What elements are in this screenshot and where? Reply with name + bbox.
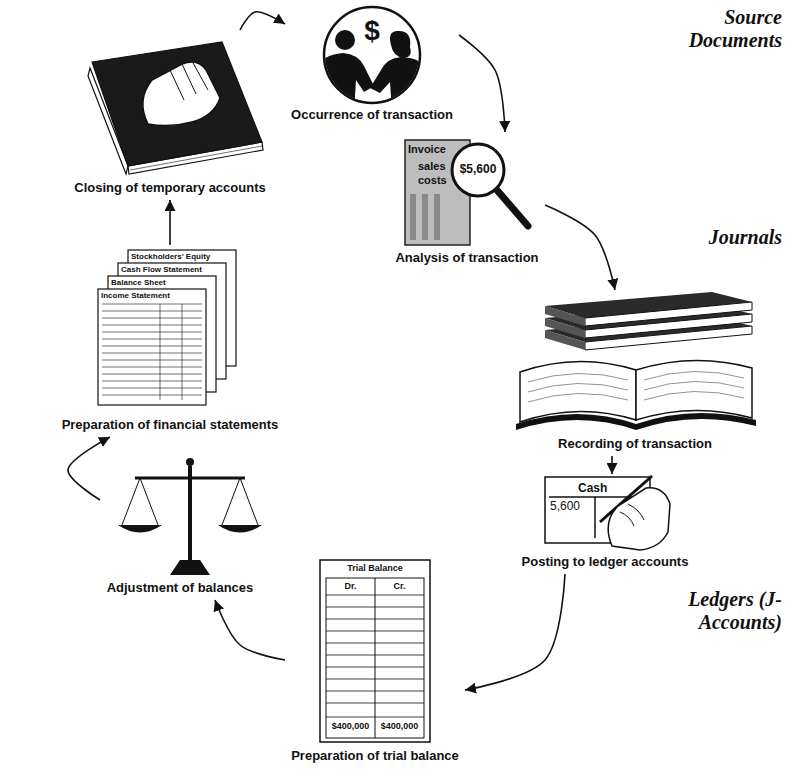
binder-illustration — [88, 42, 263, 174]
trial-balance-illustration — [320, 560, 430, 742]
invoice-illustration — [410, 194, 416, 240]
cycle-arrow — [545, 205, 615, 290]
invoice-illustration — [496, 189, 528, 226]
ledger-card-illustration — [608, 488, 670, 550]
cycle-arrow — [611, 456, 613, 474]
binder-illustration — [143, 62, 220, 126]
step-caption: Preparation of trial balance — [291, 748, 459, 764]
step-box: Closing of temporary accounts — [68, 30, 272, 200]
statement-title: Income Statement — [101, 291, 203, 301]
handshake-illustration — [308, 7, 436, 112]
invoice-illustration — [434, 194, 440, 240]
invoice-illustration — [422, 194, 428, 240]
journal-books-illustration — [516, 413, 756, 430]
step-box: Adjustment of balances — [100, 448, 260, 600]
step-box: Recording of transaction — [505, 290, 765, 456]
journal-books-illustration — [528, 371, 744, 402]
scales-illustration — [218, 525, 262, 533]
step-box: Preparation of trial balance — [285, 558, 465, 768]
trial-balance-illustration — [320, 560, 430, 742]
handshake-illustration — [335, 30, 355, 50]
step-caption: Posting to ledger accounts — [522, 554, 689, 570]
step-caption: Closing of temporary accounts — [74, 180, 265, 196]
statements-illustration — [102, 304, 202, 400]
cycle-arrow — [68, 437, 110, 500]
section-label: Ledgers (J-Accounts) — [655, 588, 782, 634]
trial-balance-illustration — [326, 595, 424, 717]
statements-illustration — [98, 250, 236, 405]
magnified-amount: $5,600 — [452, 162, 504, 176]
trial-balance-illustration — [375, 578, 376, 738]
section-label: Source Documents — [660, 6, 782, 52]
column-total: $400,000 — [376, 721, 423, 732]
account-name: Cash — [578, 481, 618, 495]
scales-illustration — [118, 525, 162, 533]
trial-balance-illustration — [326, 578, 424, 738]
cycle-arrow — [240, 12, 285, 30]
column-head: Dr. — [327, 581, 374, 592]
ledger-card-illustration — [545, 476, 670, 550]
cycle-arrow — [169, 200, 171, 245]
handshake-illustration — [308, 53, 374, 112]
cycle-arrow — [465, 574, 565, 690]
ledger-card-illustration — [594, 497, 596, 538]
journal-books-illustration — [585, 302, 752, 326]
journal-books-illustration — [516, 292, 756, 430]
invoice-illustration — [452, 144, 504, 196]
step-caption: Recording of transaction — [558, 436, 712, 452]
account-amount: 5,600 — [550, 499, 592, 513]
scales-illustration — [186, 458, 194, 466]
binder-illustration — [170, 61, 208, 100]
journal-books-illustration — [636, 360, 752, 420]
scales-illustration — [122, 478, 258, 525]
scales-illustration — [135, 477, 245, 480]
handshake-illustration — [390, 31, 411, 58]
cycle-arrow — [459, 35, 505, 132]
step-caption: Analysis of transaction — [395, 250, 538, 266]
step-caption: Preparation of financial statements — [62, 417, 279, 433]
journal-books-illustration — [520, 361, 636, 422]
invoice-illustration — [405, 140, 528, 245]
step-caption: Occurrence of transaction — [291, 107, 453, 123]
statements-illustration — [98, 289, 206, 405]
invoice-text: sales — [418, 160, 452, 173]
scales-illustration — [188, 466, 192, 562]
ledger-card-illustration — [620, 504, 644, 526]
journal-books-illustration — [545, 306, 585, 326]
scales-illustration — [118, 458, 262, 575]
dollar-sign: $ — [356, 16, 388, 47]
statement-title: Balance Sheet — [111, 278, 213, 288]
invoice-text: costs — [418, 174, 452, 187]
binder-illustration — [92, 42, 262, 166]
statement-title: Cash Flow Statement — [121, 265, 223, 275]
sheet-title: Trial Balance — [322, 563, 428, 574]
handshake-illustration — [370, 57, 436, 112]
invoice-text: Invoice — [408, 143, 458, 156]
step-caption: Adjustment of balances — [107, 580, 254, 596]
column-total: $400,000 — [327, 721, 374, 732]
cycle-arrow — [215, 600, 285, 660]
statement-title: Stockholders' Equity — [131, 252, 233, 262]
column-head: Cr. — [376, 581, 423, 592]
section-label: Journals — [655, 226, 782, 249]
scales-illustration — [170, 560, 210, 575]
